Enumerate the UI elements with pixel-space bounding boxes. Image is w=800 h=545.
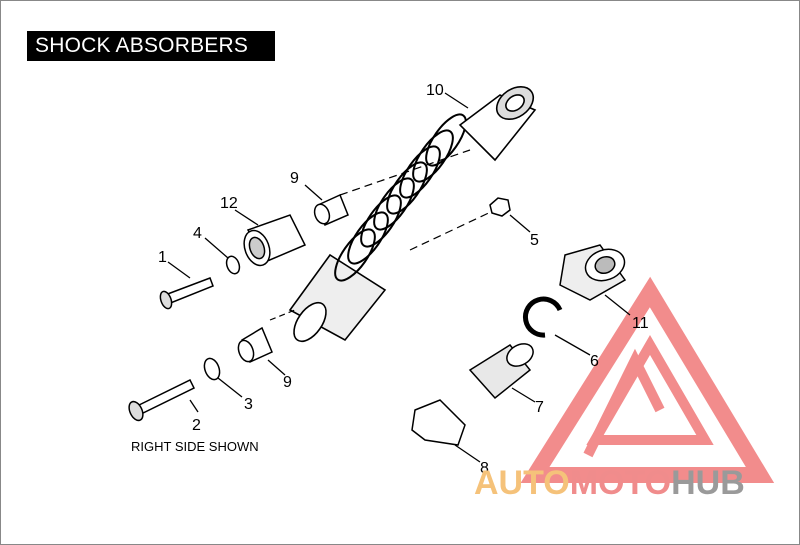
part-9-spacer-top [313,193,349,227]
callout-12: 12 [220,195,238,212]
watermark-moto: MOTO [570,464,671,502]
part-11-cap [559,244,627,301]
callout-7: 7 [535,399,544,416]
callout-6: 6 [590,353,599,370]
watermark-logo [520,276,775,483]
callout-11: 11 [632,315,649,332]
part-7-sleeve [468,343,534,400]
callout-8: 8 [480,460,489,477]
callout-4: 4 [193,225,202,242]
callout-9-top: 9 [290,170,299,187]
watermark-auto: AUTO [474,464,570,502]
callout-2: 2 [192,417,201,434]
callout-9-bottom: 9 [283,374,292,391]
part-1-bolt [159,277,214,310]
caption-right-side-shown: RIGHT SIDE SHOWN [131,439,259,454]
part-3-washer [203,357,221,381]
part-4-washer [225,255,241,275]
part-9-spacer-bottom [237,326,273,364]
watermark-hub: HUB [671,464,745,502]
page-title: SHOCK ABSORBERS [27,31,275,61]
callout-10: 10 [426,82,444,99]
part-8-boot [411,399,466,446]
shock-absorber [269,85,537,343]
part-2-bolt [128,378,196,422]
callout-1: 1 [158,249,167,266]
watermark-text: AUTOMOTOHUB [474,464,745,502]
part-5-nut [489,197,511,217]
part-6-clip [522,296,563,338]
callout-5: 5 [530,232,539,249]
part-12-bushing [243,214,307,267]
leader-lines [167,92,631,463]
callout-3: 3 [244,396,253,413]
